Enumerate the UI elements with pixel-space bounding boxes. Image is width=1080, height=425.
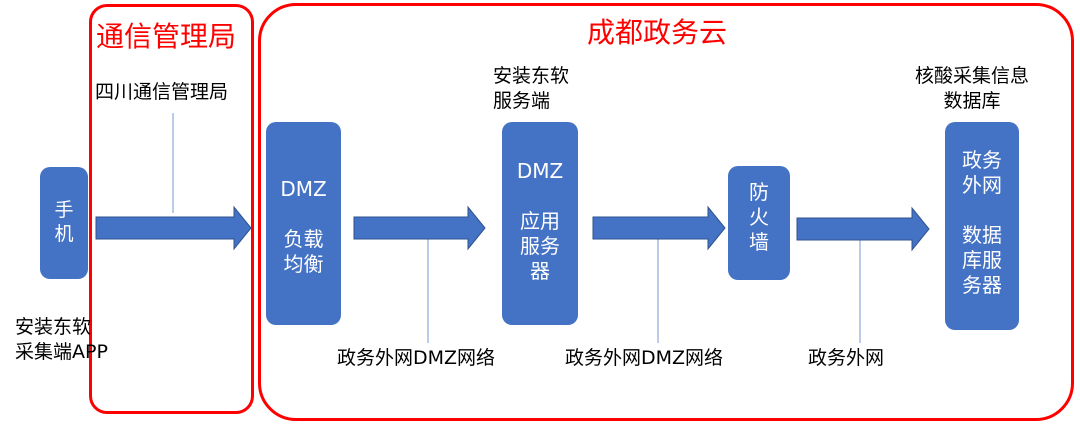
arrow-app-to-firewall (592, 205, 726, 251)
arrow-phone-to-lb (95, 205, 252, 251)
neusoft-server-label: 安装东软 服务端 (493, 65, 570, 112)
phone-box: 手 机 (40, 167, 88, 279)
network-label-3: 政务外网 (808, 347, 885, 369)
cloud-region (258, 3, 1074, 421)
dmz-load-balancer-box: DMZ 负载 均衡 (266, 122, 341, 325)
network-label-1: 政务外网DMZ网络 (337, 347, 496, 369)
arrow-lb-to-app (353, 205, 486, 251)
phone-app-label: 安装东软 采集端APP (15, 316, 108, 363)
cloud-region-title: 成都政务云 (587, 16, 728, 49)
nucleic-db-label: 核酸采集信息 数据库 (915, 65, 1030, 112)
dmz-load-balancer-label: DMZ 负载 均衡 (280, 177, 327, 276)
gov-db-server-label: 政务 外网 数据 库服 务器 (962, 148, 1002, 297)
firewall-label: 防 火 墙 (749, 180, 769, 254)
dmz-app-server-label: DMZ 应用 服务 器 (516, 159, 564, 283)
sichuan-telecom-label: 四川通信管理局 (95, 81, 229, 103)
telecom-region (89, 4, 254, 414)
firewall-box: 防 火 墙 (728, 166, 790, 280)
dmz-app-server-box: DMZ 应用 服务 器 (502, 122, 578, 325)
network-label-2: 政务外网DMZ网络 (565, 347, 724, 369)
phone-box-label: 手 机 (54, 199, 74, 245)
gov-db-server-box: 政务 外网 数据 库服 务器 (945, 122, 1019, 330)
telecom-region-title: 通信管理局 (96, 20, 237, 53)
arrow-firewall-to-db (796, 206, 930, 252)
